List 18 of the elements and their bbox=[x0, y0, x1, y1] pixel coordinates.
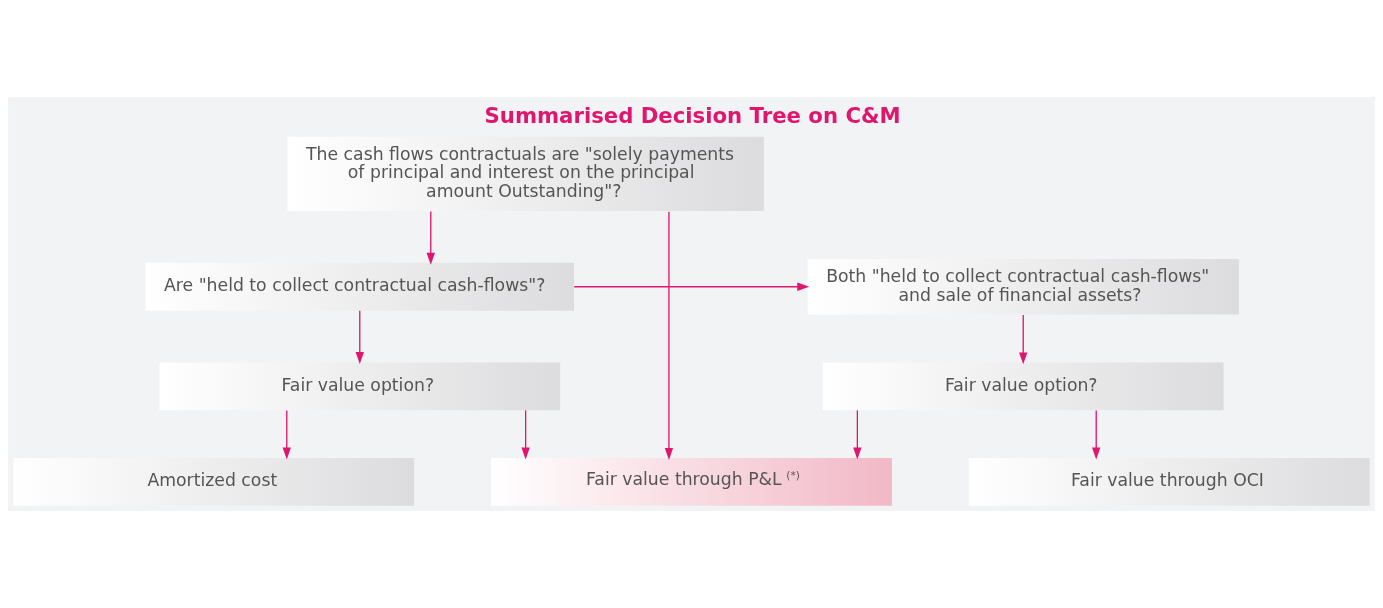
arrow bbox=[664, 211, 674, 460]
arrow bbox=[1019, 314, 1028, 365]
node-box: Fair value through OCI bbox=[968, 457, 1370, 506]
node-box: Amortized cost bbox=[13, 457, 415, 506]
node-box: The cash flows contractuals are "solely payments of principal and interest on the principal amount Outstanding"? bbox=[287, 136, 764, 212]
node-box: Fair value option? bbox=[159, 362, 561, 411]
arrow bbox=[1092, 409, 1101, 460]
arrow bbox=[282, 409, 291, 460]
node-box: Are "held to collect contractual cash-flows"? bbox=[145, 262, 575, 311]
node-box: Both "held to collect contractual cash-flows" and sale of financial assets? bbox=[807, 258, 1239, 315]
node-box: Fair value option? bbox=[822, 362, 1224, 411]
arrow bbox=[355, 310, 364, 365]
arrow bbox=[573, 282, 810, 291]
arrow bbox=[853, 409, 862, 460]
diagram-title: Summarised Decision Tree on C&M bbox=[484, 103, 901, 129]
arrow bbox=[426, 210, 435, 265]
arrow bbox=[521, 409, 530, 460]
node-box: Fair value through P&L$^{(*)}$ bbox=[491, 457, 892, 506]
